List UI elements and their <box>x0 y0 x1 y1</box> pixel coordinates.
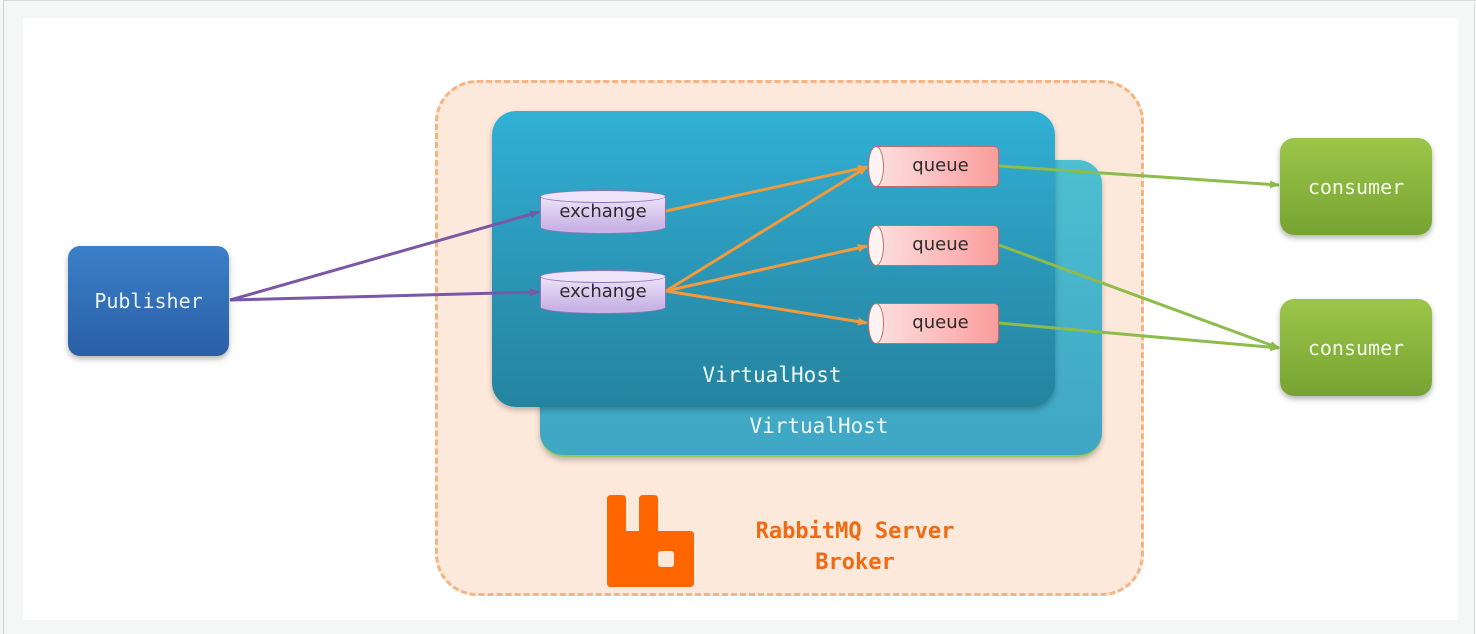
queue-body <box>876 303 999 344</box>
exchange-label: exchange <box>559 281 647 302</box>
edge-exchange-1-queue-1 <box>665 165 868 213</box>
queue-node-2[interactable]: queue <box>868 225 999 266</box>
queue-label: queue <box>912 234 969 255</box>
queue-cap <box>868 146 884 187</box>
frame-border-right <box>1474 0 1475 634</box>
edge-exchange-2-queue-3 <box>665 289 868 326</box>
edge-queue-1-consumer-1 <box>998 164 1280 189</box>
queue-label: queue <box>912 312 969 333</box>
queue-cap <box>868 303 884 344</box>
exchange-node-1[interactable]: exchange <box>540 190 666 234</box>
queue-body <box>876 146 999 187</box>
exchange-cylinder-top <box>540 190 666 203</box>
consumer-label: consumer <box>1307 335 1405 360</box>
queue-body <box>876 225 999 266</box>
rabbitmq-logo-icon <box>607 495 694 587</box>
frame-border-top <box>3 0 1476 1</box>
edge-exchange-2-queue-1 <box>665 165 868 293</box>
frame-border-left <box>3 0 4 634</box>
edge-exchange-2-queue-2 <box>665 244 868 293</box>
consumer-label: consumer <box>1307 174 1405 199</box>
broker-title-line-1: RabbitMQ Server <box>755 519 955 544</box>
exchange-cylinder-top <box>540 270 666 283</box>
edge-queue-3-consumer-2 <box>998 321 1280 352</box>
exchange-label: exchange <box>559 201 647 222</box>
publisher-label: Publisher <box>94 289 203 313</box>
edge-queue-2-consumer-2 <box>998 243 1280 350</box>
queue-node-1[interactable]: queue <box>868 146 999 187</box>
queue-cap <box>868 225 884 266</box>
exchange-node-2[interactable]: exchange <box>540 270 666 314</box>
virtual-host-front-label: VirtualHost <box>702 363 842 387</box>
virtual-host-back-label: VirtualHost <box>749 414 889 438</box>
queue-node-3[interactable]: queue <box>868 303 999 344</box>
publisher-node[interactable]: Publisher <box>68 246 229 356</box>
edge-publisher-exchange-1 <box>229 210 540 302</box>
broker-title-line-2: Broker <box>815 550 895 575</box>
broker-title: RabbitMQ Server Broker <box>720 516 990 578</box>
queue-label: queue <box>912 155 969 176</box>
edge-publisher-exchange-2 <box>229 288 540 302</box>
consumer-node-2[interactable]: consumer <box>1280 299 1432 396</box>
consumer-node-1[interactable]: consumer <box>1280 138 1432 235</box>
